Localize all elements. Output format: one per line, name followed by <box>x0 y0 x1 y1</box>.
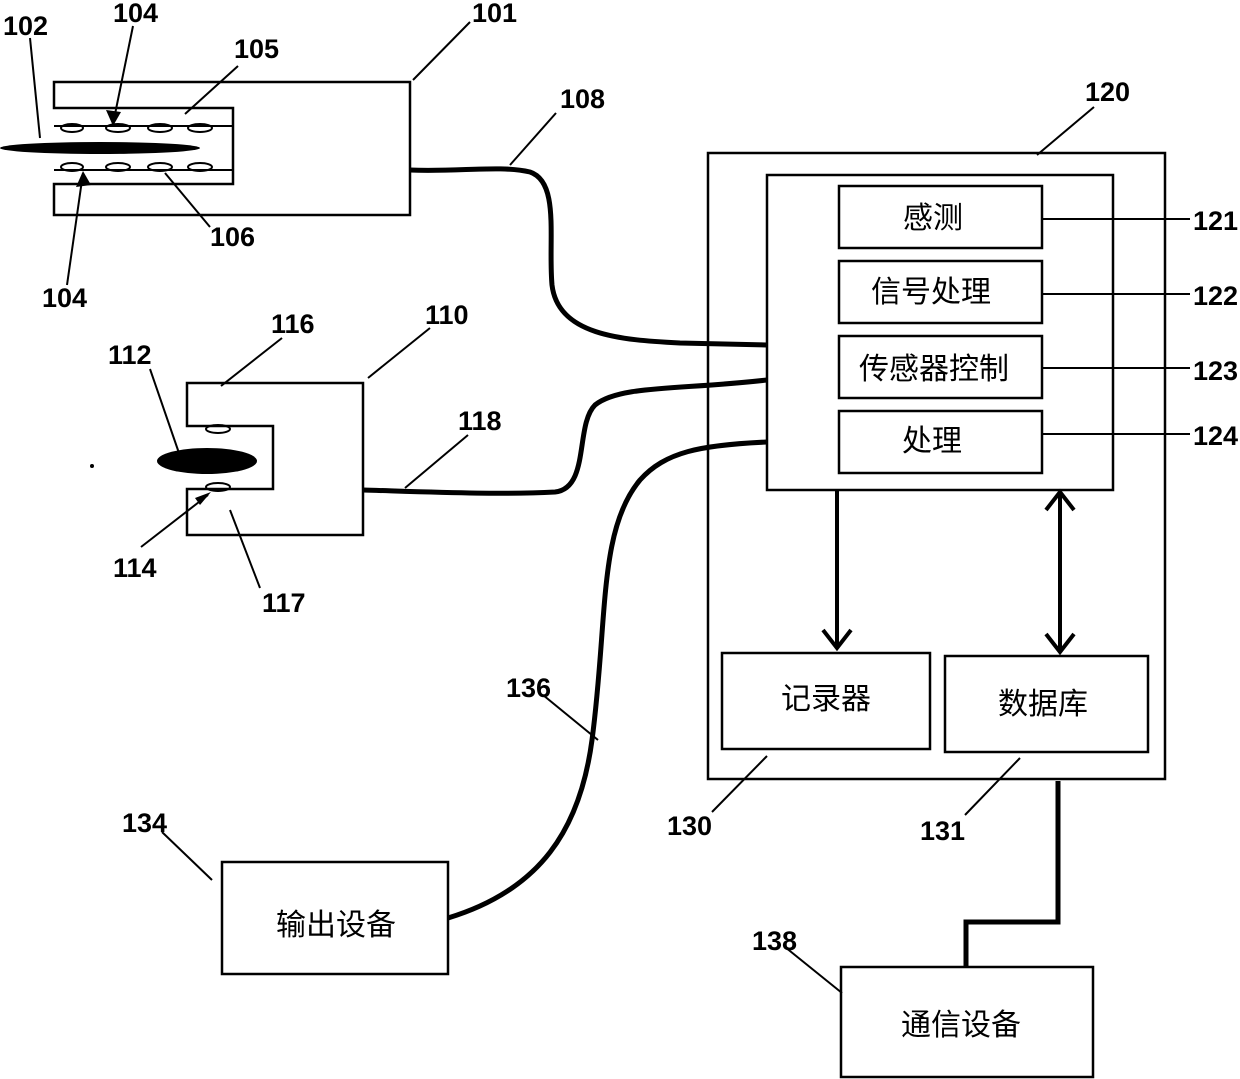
ref-110: 110 <box>425 300 469 330</box>
ref-130: 130 <box>667 811 712 841</box>
ref-122: 122 <box>1193 281 1238 311</box>
label-communication-device: 通信设备 <box>901 1008 1021 1043</box>
ref-102: 102 <box>3 11 48 41</box>
label-sensing: 感测 <box>903 201 963 236</box>
label-processing: 处理 <box>902 424 962 459</box>
ref-131: 131 <box>920 816 965 846</box>
speck-dot <box>90 464 94 468</box>
ref-116: 116 <box>271 309 315 339</box>
ref-108: 108 <box>560 84 605 114</box>
ref-134: 134 <box>122 808 167 838</box>
ref-136: 136 <box>506 673 551 703</box>
specimen-112 <box>157 448 257 474</box>
specimen-102 <box>0 142 200 154</box>
ref-138: 138 <box>752 926 797 956</box>
label-database: 数据库 <box>998 687 1088 722</box>
ref-123: 123 <box>1193 356 1238 386</box>
ref-106: 106 <box>210 222 255 252</box>
cable-118 <box>363 380 767 493</box>
label-sensor-control: 传感器控制 <box>859 352 1009 387</box>
ref-124: 124 <box>1193 421 1238 451</box>
label-signal-processing: 信号处理 <box>871 275 991 310</box>
ref-104-top: 104 <box>113 0 158 28</box>
ref-118: 118 <box>458 406 502 436</box>
cable-136 <box>448 442 767 918</box>
label-recorder: 记录器 <box>781 682 871 717</box>
ref-104-bottom: 104 <box>42 283 87 313</box>
leader-lines <box>30 22 1190 993</box>
label-output-device: 输出设备 <box>276 908 396 943</box>
arrow-database-bidirectional <box>1046 492 1074 652</box>
ref-120: 120 <box>1085 77 1130 107</box>
ref-114: 114 <box>113 553 157 583</box>
ref-101: 101 <box>472 0 517 28</box>
ref-112: 112 <box>108 340 152 370</box>
link-database-comm <box>966 781 1058 967</box>
ref-105: 105 <box>234 34 279 64</box>
ref-117: 117 <box>262 588 306 618</box>
arrowhead-104-bottom <box>76 171 91 187</box>
arrow-to-recorder <box>823 490 851 648</box>
ref-121: 121 <box>1193 206 1238 236</box>
